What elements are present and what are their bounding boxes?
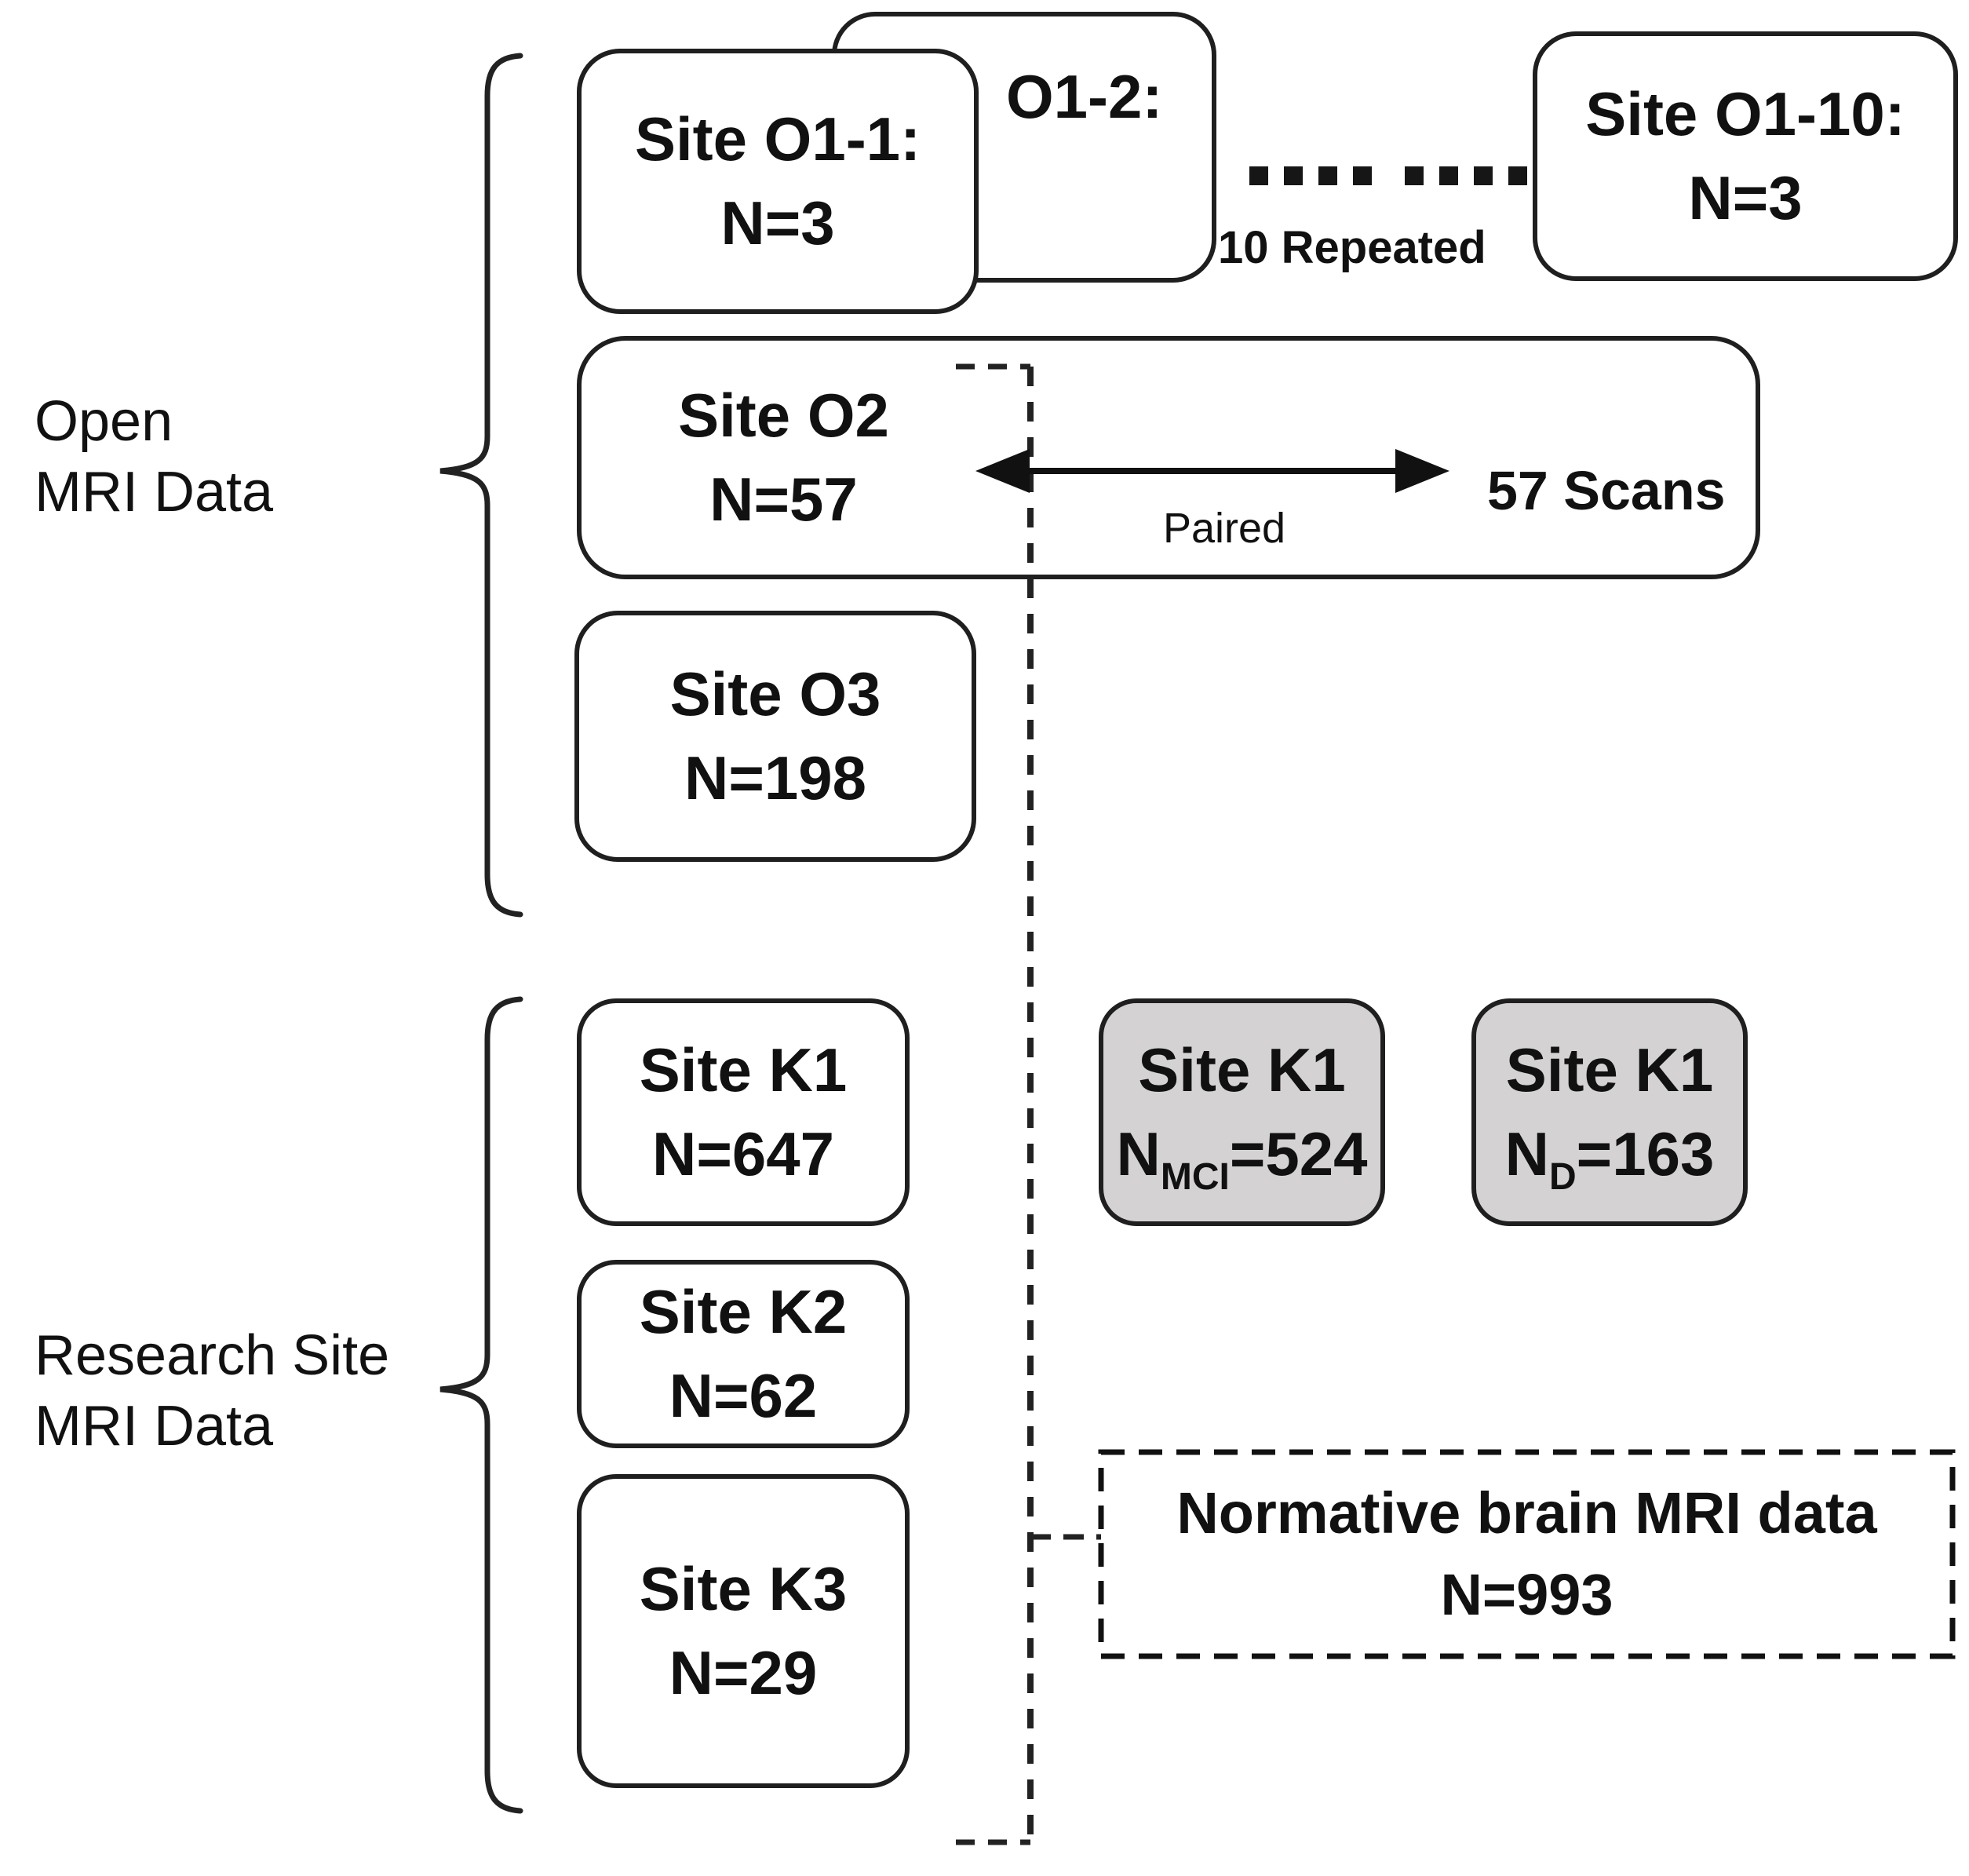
box-site-k1-mci-n: NMCI=524 [1116, 1119, 1368, 1198]
repeated-note: 10 Repeated [1218, 222, 1486, 273]
open-mri-data-label-line2: MRI Data [35, 461, 274, 524]
research-site-label-line2: MRI Data [35, 1395, 274, 1458]
box-normative-title: Normative brain MRI data [1176, 1480, 1877, 1546]
ellipsis-dots-left [1249, 166, 1372, 185]
ellipsis-dots-right [1405, 166, 1527, 185]
box-site-k2: Site K2 N=62 [577, 1260, 910, 1448]
box-site-k1-mci-title: Site K1 [1138, 1035, 1346, 1104]
box-site-k1-n: N=647 [651, 1119, 835, 1188]
box-site-k1-d-title: Site K1 [1505, 1035, 1714, 1104]
box-site-k3-n: N=29 [669, 1638, 818, 1707]
box-site-o2-n: N=57 [709, 465, 858, 534]
open-mri-data-label: Open MRI Data [35, 386, 273, 527]
box-site-o1-10-n: N=3 [1688, 163, 1803, 232]
box-site-o1-10-title: Site O1-10: [1585, 79, 1905, 148]
box-site-k1-d-n: ND=163 [1504, 1119, 1715, 1198]
box-site-k1-title: Site K1 [639, 1035, 848, 1104]
box-site-o2-title: Site O2 [678, 381, 889, 450]
box-normative-n: N=993 [1440, 1562, 1613, 1627]
box-site-k2-title: Site K2 [639, 1277, 848, 1346]
box-site-k2-n: N=62 [669, 1361, 818, 1430]
box-site-k3: Site K3 N=29 [577, 1474, 910, 1788]
box-site-k1-d: Site K1 ND=163 [1471, 998, 1748, 1226]
scans-count-label: 57 Scans [1487, 460, 1726, 521]
box-site-o1-1-n: N=3 [720, 188, 835, 257]
box-site-k3-title: Site K3 [639, 1554, 848, 1623]
research-site-label-line1: Research Site [35, 1324, 390, 1387]
box-site-k1-mci: Site K1 NMCI=524 [1099, 998, 1385, 1226]
box-site-o3-n: N=198 [684, 743, 867, 812]
open-group-brace [439, 53, 523, 918]
box-site-o1-2-label: O1-2: [1006, 62, 1163, 131]
box-site-o3-title: Site O3 [669, 659, 881, 728]
research-group-brace [439, 996, 523, 1814]
open-mri-data-label-line1: Open [35, 390, 173, 453]
box-site-k1: Site K1 N=647 [577, 998, 910, 1226]
box-site-o2: Site O2 N=57 [577, 336, 1760, 579]
box-site-o1-1-title: Site O1-1: [634, 104, 921, 173]
box-normative-data: Normative brain MRI data N=993 [1101, 1452, 1953, 1656]
box-site-o1-1: Site O1-1: N=3 [577, 49, 979, 314]
mci-subscript: MCI [1160, 1156, 1230, 1198]
box-site-o2-text: Site O2 N=57 [582, 341, 986, 575]
box-site-o3: Site O3 N=198 [574, 611, 976, 862]
d-subscript: D [1548, 1156, 1577, 1198]
paired-label: Paired [1162, 505, 1286, 552]
box-site-o1-10: Site O1-10: N=3 [1533, 31, 1958, 281]
research-site-mri-data-label: Research Site MRI Data [35, 1320, 389, 1462]
